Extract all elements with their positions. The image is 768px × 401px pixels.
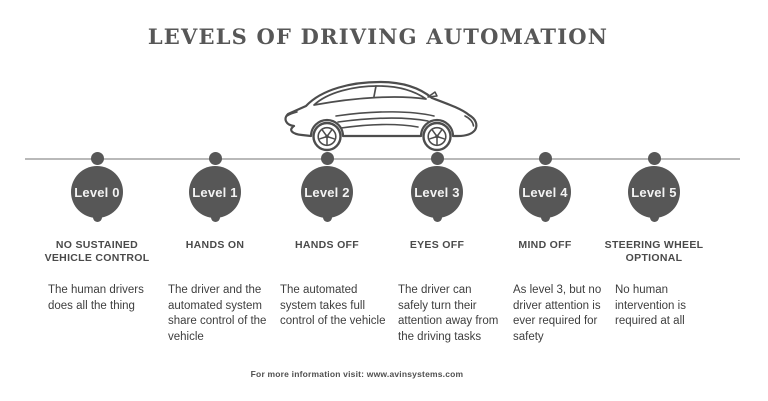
level-badge-label: Level 2 bbox=[304, 184, 350, 200]
timeline-dot-icon bbox=[208, 152, 222, 165]
level-heading: MIND OFF bbox=[518, 239, 572, 251]
level-badge: Level 1 bbox=[189, 166, 241, 218]
level-description: The human drivers does all the thing bbox=[48, 284, 144, 312]
level-column-1: Level 1 HANDS ON The driver and the auto… bbox=[159, 152, 271, 397]
level-description: No human intervention is required at all bbox=[615, 284, 686, 327]
level-badge-label: Level 4 bbox=[522, 184, 568, 200]
level-heading: STEERING WHEEL OPTIONAL bbox=[604, 239, 704, 264]
page-title: LEVELS OF DRIVING AUTOMATION bbox=[147, 24, 609, 49]
timeline-axis bbox=[25, 158, 740, 160]
timeline-dot-icon bbox=[538, 152, 552, 165]
level-heading: HANDS ON bbox=[185, 239, 245, 251]
footer-note: For more information visit: www.avinsyst… bbox=[250, 369, 464, 379]
level-column-3: Level 3 EYES OFF The driver can safely t… bbox=[381, 152, 498, 397]
level-badge-label: Level 1 bbox=[192, 184, 238, 200]
timeline-dot-icon bbox=[90, 152, 104, 165]
level-badge: Level 0 bbox=[71, 166, 123, 218]
level-badge: Level 2 bbox=[301, 166, 353, 218]
level-description: The automated system takes full control … bbox=[280, 284, 386, 327]
level-column-5: Level 5 STEERING WHEEL OPTIONAL No human… bbox=[598, 152, 710, 397]
level-badge: Level 3 bbox=[411, 166, 463, 218]
level-description: The driver can safely turn their attenti… bbox=[398, 284, 499, 343]
level-heading: HANDS OFF bbox=[295, 239, 359, 251]
level-column-2: Level 2 HANDS OFF The automated system t… bbox=[271, 152, 385, 397]
level-description: The driver and the automated system shar… bbox=[168, 284, 267, 343]
level-badge-label: Level 5 bbox=[631, 184, 677, 200]
level-description: As level 3, but no driver attention is e… bbox=[513, 284, 602, 343]
level-heading: NO SUSTAINED VEHICLE CONTROL bbox=[44, 239, 150, 264]
car-side-icon bbox=[284, 80, 478, 152]
level-column-4: Level 4 MIND OFF As level 3, but no driv… bbox=[489, 152, 601, 397]
rear-wheel-icon bbox=[312, 121, 342, 152]
timeline-dot-icon bbox=[647, 152, 661, 165]
timeline-dot-icon bbox=[430, 152, 444, 165]
level-column-0: Level 0 NO SUSTAINED VEHICLE CONTROL The… bbox=[41, 152, 153, 397]
level-badge: Level 4 bbox=[519, 166, 571, 218]
level-badge-label: Level 0 bbox=[74, 184, 120, 200]
level-badge-label: Level 3 bbox=[414, 184, 460, 200]
level-heading: EYES OFF bbox=[409, 239, 465, 251]
timeline-dot-icon bbox=[320, 152, 334, 165]
front-wheel-icon bbox=[422, 121, 452, 152]
level-badge: Level 5 bbox=[628, 166, 680, 218]
